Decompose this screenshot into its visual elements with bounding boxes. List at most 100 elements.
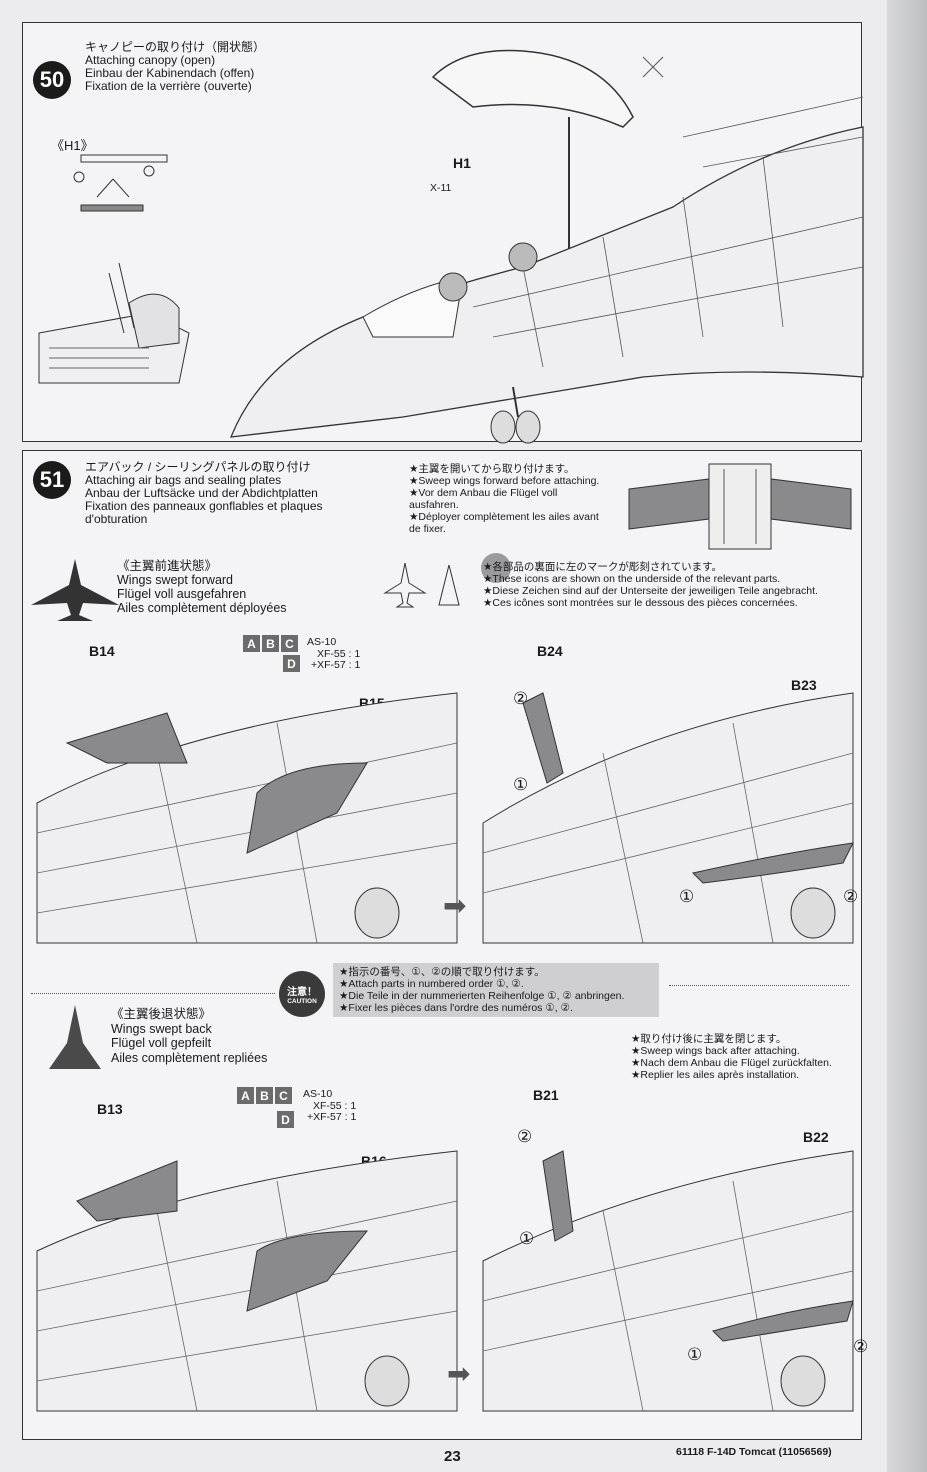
caution-en: CAUTION [287,998,317,1005]
paint-code-top: AS-10 XF-55 : 1 +XF-57 : 1 [307,636,361,672]
paint-letters-bottom: A B C [237,1087,292,1104]
order-mark-2-lower-bottom: ② [853,1337,869,1356]
back-jp: 《主翼後退状態》 [111,1007,212,1021]
step-number-50: 50 [33,61,71,99]
paint-letter-b: B [256,1087,273,1104]
note-line: ★Déployer complètement les ailes avant [409,511,599,523]
forward-en: Wings swept forward [117,573,234,587]
note-line: ★Vor dem Anbau die Flügel voll [409,487,558,499]
forward-de: Flügel voll ausgefahren [117,587,247,601]
paint-code-1: AS-10 [303,1088,333,1100]
step-50-panel: 50 キャノピーの取り付け（開状態） Attaching canopy (ope… [22,22,864,444]
forward-labels: 《主翼前進状態》 Wings swept forward Flügel voll… [117,559,287,615]
step-50-titles: キャノピーの取り付け（開状態） Attaching canopy (open) … [85,41,265,93]
paint-code-bottom: AS-10 XF-55 : 1 +XF-57 : 1 [303,1088,357,1124]
note-line: ★Diese Zeichen sind auf der Unterseite d… [483,585,818,597]
title-de: Einbau der Kabinendach (offen) [85,66,255,80]
order-mark-1-top: ① [513,775,529,794]
inset-label: 《H1》 [51,138,94,153]
paint-letter-b: B [262,635,279,652]
note-line: ★Sweep wings back after attaching. [631,1045,800,1057]
order-mark-1-lower-bottom: ① [687,1345,703,1364]
note-line: ★Sweep wings forward before attaching. [409,475,600,487]
back-labels: 《主翼後退状態》 Wings swept back Flügel voll ge… [111,1007,267,1065]
paint-code-3: +XF-57 : 1 [307,1111,357,1123]
part-label-b21: B21 [533,1087,559,1103]
caution-badge: 注意！ CAUTION [279,971,325,1017]
forward-wing-drawing-right [482,692,854,944]
underside-mark-icons [383,562,460,608]
note-line: de fixer. [409,523,446,535]
part-code-x11: X-11 [430,182,452,194]
paint-code-3: +XF-57 : 1 [311,659,361,671]
paint-letter-d-box: D [283,655,300,672]
cockpit-detail-drawing [38,262,190,384]
page-number: 23 [444,1448,461,1465]
part-label-b23: B23 [791,677,817,693]
back-wing-drawing-right [482,1150,854,1412]
aircraft-nose-drawing [229,49,864,444]
paint-letter-d-box-bottom: D [277,1111,294,1128]
title-en: Attaching canopy (open) [85,53,216,67]
title-jp: キャノピーの取り付け（開状態） [85,40,266,54]
title-fr: Fixation des panneaux gonflables et plaq… [85,499,323,513]
back-de: Flügel voll gepfeilt [111,1036,212,1050]
paint-code-1: AS-10 [307,636,337,648]
note-line: ★Replier les ailes après installation. [631,1069,800,1081]
paint-letter-c: C [281,635,298,652]
note-sweep-back: ★取り付け後に主翼を閉じます。 ★Sweep wings back after … [631,1033,832,1081]
forward-wing-drawing-left [36,692,458,944]
part-label-b13: B13 [97,1101,123,1117]
paint-code-2: XF-55 : 1 [317,647,361,660]
forward-jp: 《主翼前進状態》 [117,559,218,573]
paint-letter-a: A [243,635,260,652]
note-line: ★Nach dem Anbau die Flügel zurückfalten. [631,1057,832,1069]
divider-left [31,993,275,994]
back-wing-drawing-left [36,1150,458,1412]
part-label-b14: B14 [89,643,115,659]
note-underside-icons: ★各部品の裏面に左のマークが彫刻されています。 ★These icons are… [483,561,818,609]
note-line: ★主翼を開いてから取り付けます。 [409,463,575,475]
page-edge [887,0,927,1472]
caution-line: ★Die Teile in der nummerierten Reihenfol… [339,990,625,1002]
paint-letter-a: A [237,1087,254,1104]
step-number-51: 51 [33,461,71,499]
title-en: Attaching air bags and sealing plates [85,473,282,487]
note-line: ★Ces icônes sont montrées sur le dessous… [483,597,798,609]
kit-code: 61118 F-14D Tomcat (11056569) [676,1446,832,1458]
step-51-panel: 51 エアバック / シーリングパネルの取り付け Attaching air b… [22,450,868,1440]
arrow-right-icon-bottom: ➡ [447,1358,471,1389]
order-mark-2-top: ② [513,689,529,708]
caution-line: ★Fixer les pièces dans l'ordre des numér… [339,1002,573,1014]
note-line: ★取り付け後に主翼を閉じます。 [631,1033,787,1045]
wing-underside-drawing [628,463,852,550]
note-sweep-forward: ★主翼を開いてから取り付けます。 ★Sweep wings forward be… [409,463,629,535]
arrow-right-icon: ➡ [443,890,467,921]
caution-line: ★指示の番号、①、②の順で取り付けます。 [339,966,545,978]
caution-text: ★指示の番号、①、②の順で取り付けます。 ★Attach parts in nu… [333,963,659,1017]
title-fr: Fixation de la verrière (ouverte) [85,79,252,93]
part-label-h1: H1 [453,155,471,171]
stamp-dot [481,553,511,583]
caution-line: ★Attach parts in numbered order ①, ②. [339,978,524,990]
order-mark-1-lower: ① [679,887,695,906]
aircraft-silhouette-back-icon [49,1005,101,1069]
canopy-rail-inset [73,154,168,212]
title-jp: エアバック / シーリングパネルの取り付け [85,460,311,474]
forward-fr: Ailes complètement déployées [117,601,287,615]
part-label-b24: B24 [537,643,563,659]
paint-letters-top: A B C [243,635,298,652]
paint-letter-c: C [275,1087,292,1104]
step-51-titles: エアバック / シーリングパネルの取り付け Attaching air bags… [85,461,323,526]
order-mark-2-lower: ② [843,887,859,906]
paint-code-2: XF-55 : 1 [313,1099,357,1112]
divider-right [669,985,849,986]
paint-letter-d: D [277,1111,294,1128]
order-mark-1-bottom: ① [519,1229,535,1248]
title-de: Anbau der Luftsäcke und der Abdichtplatt… [85,486,318,500]
back-fr: Ailes complètement repliées [111,1050,268,1065]
paint-letter-d: D [283,655,300,672]
note-line: ★各部品の裏面に左のマークが彫刻されています。 [483,561,723,573]
note-line: ausfahren. [409,499,459,511]
